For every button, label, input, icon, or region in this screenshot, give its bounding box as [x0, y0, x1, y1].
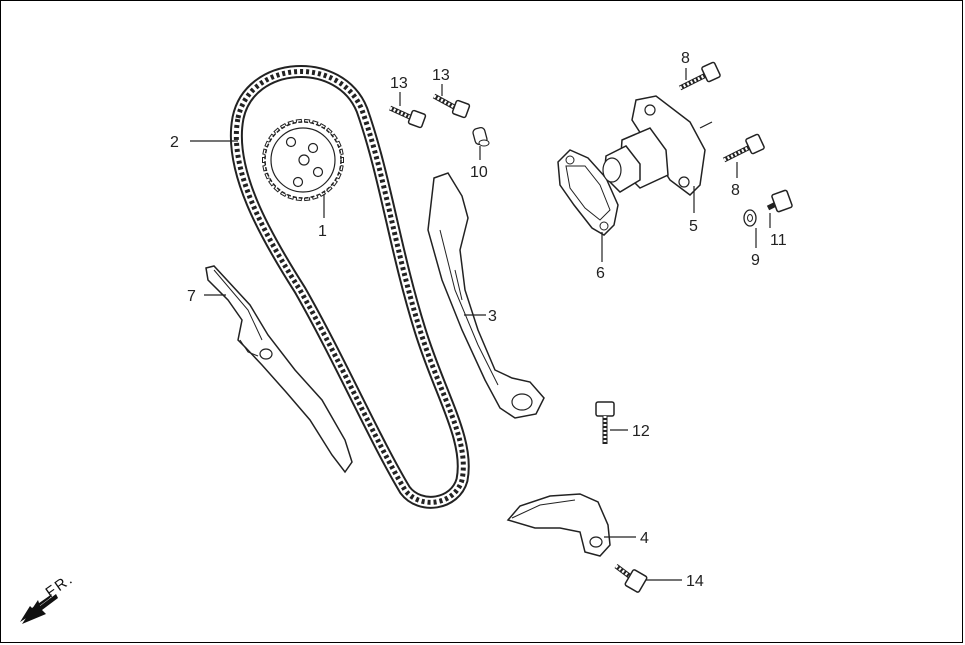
callout-6: 6: [596, 265, 605, 282]
cam-chain: [229, 65, 470, 509]
bolt-13-left: [388, 105, 427, 129]
callout-14: 14: [686, 573, 704, 590]
bolt-8-lower: [722, 133, 765, 163]
bolt-13-right: [432, 93, 471, 119]
callout-7: 7: [187, 288, 196, 305]
callout-2: 2: [170, 134, 179, 151]
front-direction-arrow-icon: [20, 594, 58, 624]
bolt-12: [595, 401, 615, 444]
tensioner-arm: [506, 493, 611, 557]
callout-1: 1: [318, 223, 327, 240]
callout-8-upper: 8: [681, 50, 690, 67]
callout-3: 3: [488, 308, 497, 325]
callout-8-lower: 8: [731, 182, 740, 199]
callout-9: 9: [751, 252, 760, 269]
callout-11: 11: [770, 232, 787, 249]
cam-sprocket: [262, 118, 344, 202]
chain-tensioner-lifter: [602, 95, 713, 196]
sealing-washer: [743, 209, 757, 227]
tensioner-gasket: [557, 149, 619, 236]
leader-lines: [190, 68, 771, 581]
chain-guide: [205, 265, 353, 474]
front-direction-label: FR.: [43, 570, 77, 601]
callout-4: 4: [640, 530, 649, 547]
callout-13-left: 13: [390, 75, 408, 92]
dowel-pin: [472, 126, 490, 147]
bolt-14: [614, 564, 648, 593]
chain-tensioner-slipper: [427, 172, 545, 419]
bolt-8-upper: [678, 61, 721, 91]
callout-10: 10: [470, 164, 488, 181]
callout-12: 12: [632, 423, 650, 440]
plug-bolt: [766, 189, 793, 213]
callout-5: 5: [689, 218, 698, 235]
callout-13-right: 13: [432, 67, 450, 84]
